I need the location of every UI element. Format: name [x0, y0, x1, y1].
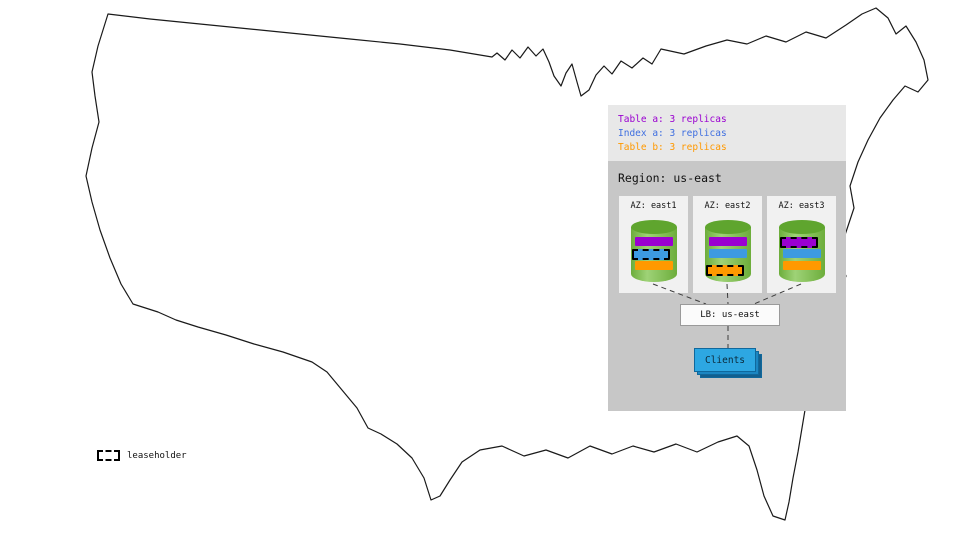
cylinder-top [778, 220, 825, 234]
az-label-east1: AZ: east1 [630, 201, 677, 211]
replica-table-b-leaseholder [705, 265, 744, 276]
clients-stack: Clients [694, 348, 764, 380]
legend-index-a: Index a: 3 replicas [618, 128, 727, 139]
replica-index-a [708, 249, 747, 258]
replica-table-a [634, 237, 673, 246]
az-row: AZ: east1 AZ: east2 [619, 196, 836, 293]
database-cylinder-east2 [704, 220, 751, 282]
leaseholder-swatch-icon [97, 450, 120, 461]
replica-table-a-leaseholder [779, 237, 818, 248]
clients-box: Clients [694, 348, 756, 372]
region-panel: Region: us-east AZ: east1 AZ: east2 [608, 161, 846, 411]
leaseholder-key: leaseholder [97, 450, 187, 461]
replica-index-a [782, 249, 821, 258]
legend-table-b: Table b: 3 replicas [618, 142, 727, 153]
database-cylinder-east3 [778, 220, 825, 282]
legend-table-a: Table a: 3 replicas [618, 114, 727, 125]
az-label-east3: AZ: east3 [778, 201, 825, 211]
database-cylinder-east1 [630, 220, 677, 282]
az-label-east2: AZ: east2 [704, 201, 751, 211]
replica-table-a [708, 237, 747, 246]
replica-legend-panel: Table a: 3 replicas Index a: 3 replicas … [608, 105, 846, 161]
az-box-east3: AZ: east3 [767, 196, 836, 293]
replica-table-b [634, 261, 673, 270]
replica-table-b [782, 261, 821, 270]
cylinder-top [704, 220, 751, 234]
replica-index-a-leaseholder [631, 249, 670, 260]
az-box-east2: AZ: east2 [693, 196, 762, 293]
cylinder-top [630, 220, 677, 234]
az-box-east1: AZ: east1 [619, 196, 688, 293]
region-title: Region: us-east [618, 171, 722, 185]
leaseholder-key-label: leaseholder [127, 450, 187, 461]
load-balancer-box: LB: us-east [680, 304, 780, 326]
